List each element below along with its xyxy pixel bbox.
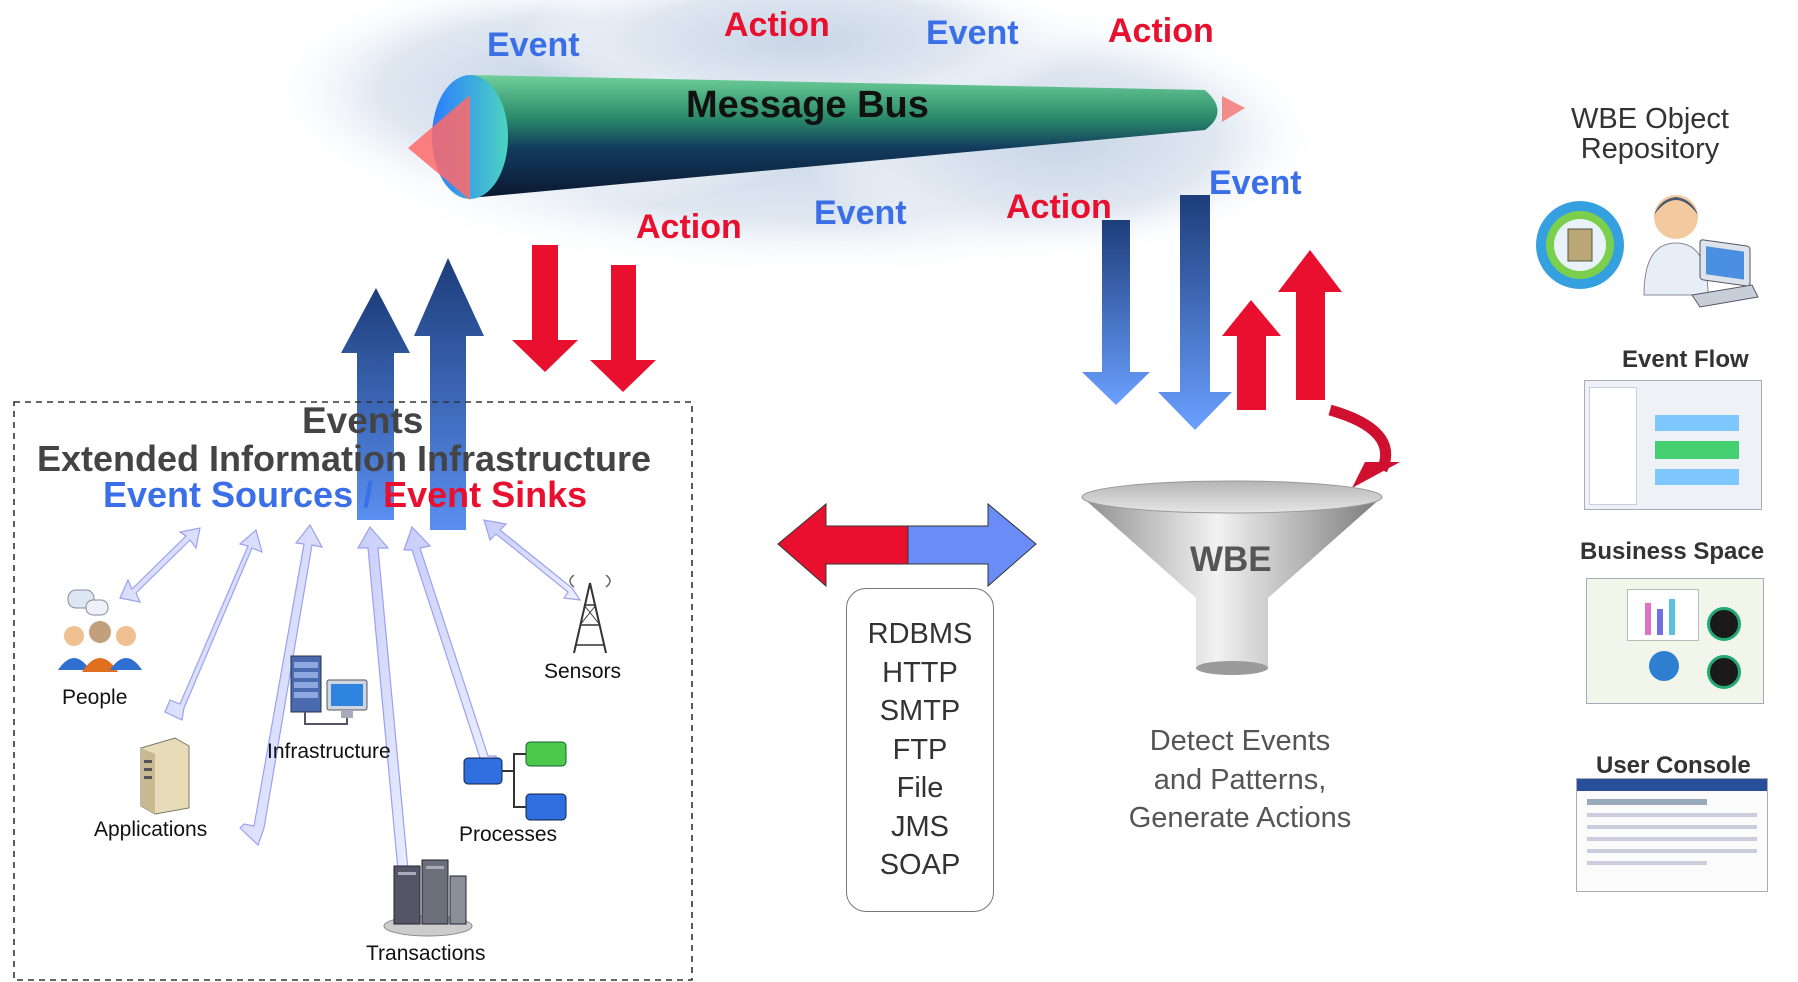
- bus-label-event-1: Event: [487, 26, 580, 64]
- transactions-icon: [383, 859, 473, 937]
- wbe-funnel: [1081, 480, 1383, 675]
- applications-label: Applications: [94, 818, 208, 841]
- wbe-caption-line: Detect Events: [1149, 725, 1331, 757]
- wbe-funnel-label: WBE: [1190, 540, 1272, 579]
- user-at-computer-icon: [1643, 195, 1759, 308]
- infrastructure-boundary: [13, 401, 693, 981]
- user-console-title: User Console: [1596, 752, 1751, 779]
- events-up-arrows: [341, 258, 484, 530]
- protocol-bidirectional-arrow: [777, 502, 1037, 588]
- repository-globe-icon: [1536, 201, 1624, 289]
- people-label: People: [62, 686, 128, 709]
- event-flow-thumbnail: [1584, 380, 1762, 510]
- protocol-item: SOAP: [879, 849, 961, 882]
- repository-title-line: WBE Object: [1571, 103, 1729, 135]
- bus-label-event-2: Event: [926, 14, 1019, 52]
- processes-label: Processes: [459, 823, 558, 846]
- user-console-thumbnail: [1576, 778, 1768, 892]
- wbe-caption-line: Generate Actions: [1128, 802, 1352, 834]
- business-space-title: Business Space: [1580, 538, 1765, 565]
- bus-label-action-3: Action: [636, 208, 742, 246]
- protocol-item: SMTP: [879, 695, 961, 728]
- events-into-wbe-arrows: [1082, 195, 1232, 430]
- message-bus-pipe: [408, 75, 1245, 200]
- repository-title: WBE Object Repository: [1540, 104, 1760, 164]
- infrastructure-label: Infrastructure: [267, 740, 391, 763]
- bus-label-action-1: Action: [724, 6, 830, 44]
- source-connector-arrows: [119, 519, 582, 892]
- bus-label-action-4: Action: [1006, 188, 1112, 226]
- bus-label-event-3: Event: [814, 194, 907, 232]
- wbe-caption: Detect Events and Patterns, Generate Act…: [1090, 722, 1390, 838]
- event-sinks-label: Event Sinks: [383, 474, 588, 515]
- bus-label-event-4: Event: [1209, 164, 1302, 202]
- infrastructure-icon: [290, 655, 368, 725]
- processes-icon: [463, 741, 567, 821]
- sensors-label: Sensors: [544, 660, 622, 683]
- events-label: Events: [302, 400, 424, 441]
- feedback-curve-arrow: [1328, 404, 1400, 488]
- protocol-item: RDBMS: [867, 618, 973, 651]
- people-icon: [58, 589, 142, 672]
- protocol-item: File: [896, 772, 944, 805]
- bus-label-action-2: Action: [1108, 12, 1214, 50]
- protocol-item: JMS: [891, 810, 949, 843]
- event-sources-label: Event Sources: [103, 474, 354, 515]
- protocol-item: HTTP: [882, 656, 958, 689]
- server-icon: [140, 737, 190, 815]
- message-bus-title: Message Bus: [686, 84, 929, 126]
- slash-separator: /: [353, 474, 384, 515]
- protocol-item: FTP: [892, 733, 948, 766]
- event-flow-title: Event Flow: [1622, 346, 1749, 373]
- business-space-thumbnail: [1586, 578, 1764, 704]
- protocols-box: RDBMS HTTP SMTP FTP File JMS SOAP: [846, 588, 994, 912]
- actions-out-of-wbe-arrows: [1222, 250, 1342, 410]
- transactions-label: Transactions: [366, 942, 486, 965]
- actions-down-arrows: [512, 245, 656, 392]
- sensor-tower-icon: [569, 575, 611, 654]
- sources-sinks-heading: Event Sources / Event Sinks: [103, 474, 587, 516]
- wbe-caption-line: and Patterns,: [1153, 763, 1327, 796]
- infrastructure-title: Extended Information Infrastructure: [37, 438, 652, 479]
- repository-title-line: Repository: [1580, 133, 1720, 165]
